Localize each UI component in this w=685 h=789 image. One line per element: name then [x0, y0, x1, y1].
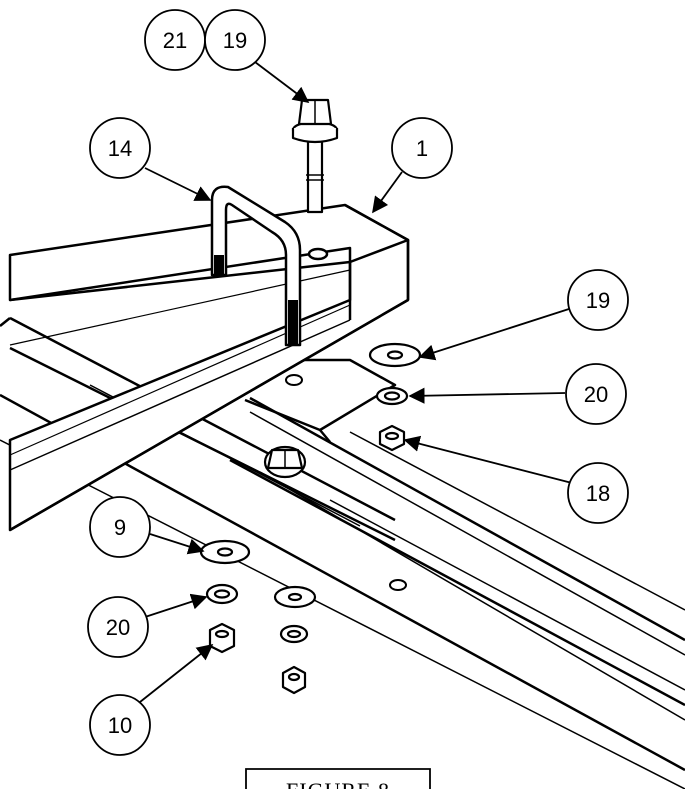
right-lock-washer — [375, 386, 409, 406]
callout-19-right: 19 — [567, 269, 629, 331]
callout-18: 18 — [567, 462, 629, 524]
right-flat-washer — [368, 342, 422, 368]
u-bolt — [210, 185, 302, 347]
callout-20-right-label: 20 — [584, 382, 608, 407]
square-tube — [8, 203, 410, 532]
left-hex-nut — [208, 622, 236, 654]
callout-19-top-label: 19 — [223, 28, 247, 53]
callout-20-left-label: 20 — [106, 615, 130, 640]
callout-21: 21 — [144, 9, 206, 71]
mounting-plate — [244, 358, 397, 443]
callout-18-label: 18 — [586, 481, 610, 506]
middle-lock-washer — [279, 624, 309, 644]
right-hex-nut — [378, 424, 406, 452]
callout-20-right: 20 — [565, 363, 627, 425]
callout-19-right-label: 19 — [586, 288, 610, 313]
callout-9-label: 9 — [114, 515, 126, 540]
callout-21-label: 21 — [163, 28, 187, 53]
callout-1-label: 1 — [416, 136, 428, 161]
figure-caption-box: FIGURE 8 — [245, 768, 431, 789]
rail-holes — [285, 374, 407, 591]
figure-caption: FIGURE 8 — [286, 778, 390, 789]
top-bolt — [291, 98, 339, 214]
middle-hex-nut — [281, 665, 307, 695]
callout-14-label: 14 — [108, 136, 132, 161]
leader-lines — [139, 61, 573, 703]
middle-flat-washer — [273, 585, 317, 609]
callout-14: 14 — [89, 117, 151, 179]
callout-9: 9 — [89, 496, 151, 558]
callout-10-label: 10 — [108, 713, 132, 738]
callout-10: 10 — [89, 694, 151, 756]
callout-1: 1 — [391, 117, 453, 179]
left-flat-washer — [199, 539, 251, 565]
callouts: 21 19 14 1 19 20 18 9 — [87, 9, 629, 756]
callout-20-left: 20 — [87, 596, 149, 658]
callout-19-top: 19 — [204, 9, 266, 71]
plate-bolt — [263, 445, 307, 479]
left-lock-washer — [205, 583, 239, 605]
